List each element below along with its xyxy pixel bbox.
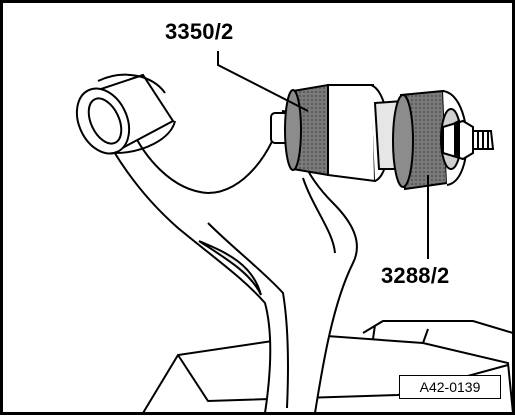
callout-label-3350-2: 3350/2 [165,19,234,44]
leader-lines [217,51,429,259]
diagram-illustration [75,51,515,414]
control-arm [96,109,358,414]
nut-and-thread [442,119,495,161]
tool-3350-2 [284,83,390,183]
callout-label-3288-2: 3288/2 [381,263,450,288]
leader-3350 [217,51,309,112]
arm-bushing-eye [75,73,176,155]
figure-reference: A42-0139 [399,375,501,399]
